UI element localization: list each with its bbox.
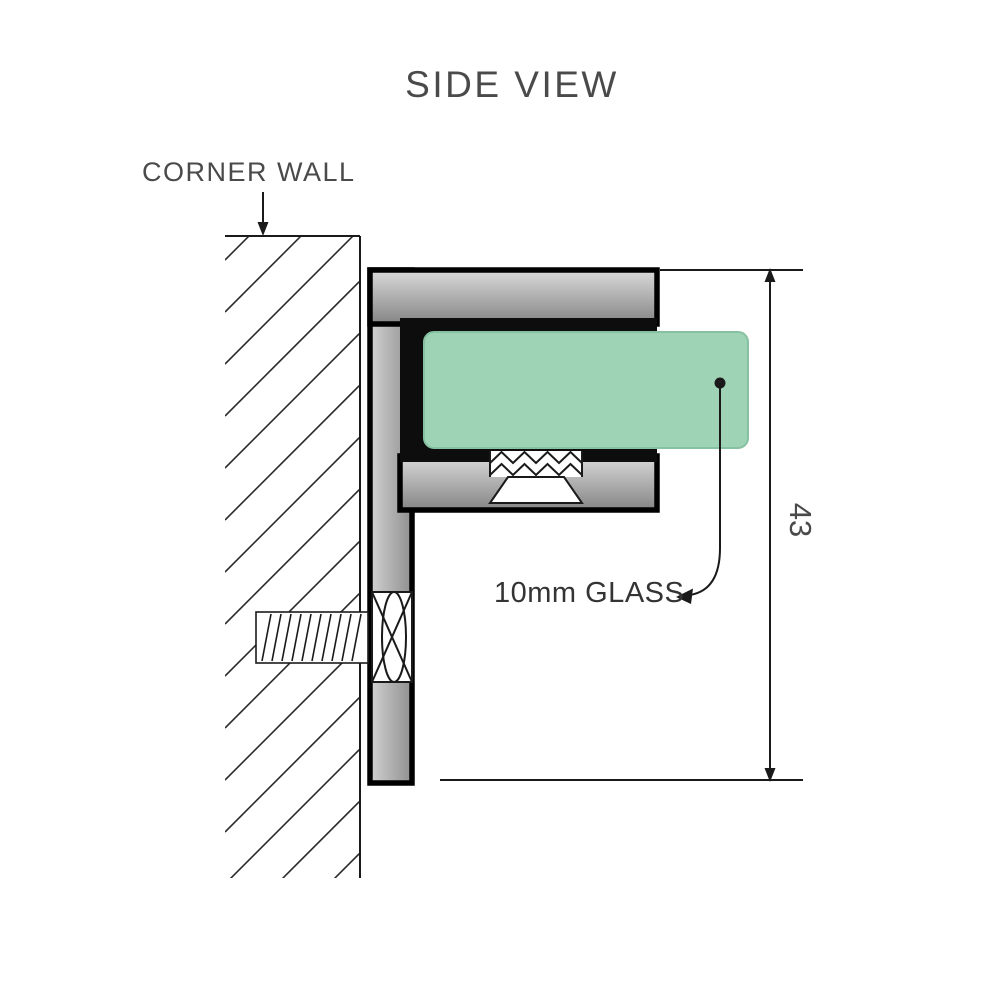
screw-head-countersink — [381, 591, 407, 683]
corner-wall-callout: CORNER WALL — [142, 157, 356, 236]
screw-threads — [261, 613, 362, 662]
corner-wall-label: CORNER WALL — [142, 157, 356, 187]
grommet-base — [488, 476, 584, 504]
glass-callout: 10mm GLASS — [494, 377, 726, 609]
dimension-value: 43 — [783, 503, 818, 537]
dimension-arrow-bottom — [764, 768, 776, 782]
wall-hatching — [225, 236, 360, 878]
leader-line — [689, 388, 721, 596]
screw — [255, 591, 413, 683]
glass-label: 10mm GLASS — [494, 577, 684, 609]
dimension-arrow-top — [764, 268, 776, 282]
drawing-title: SIDE VIEW — [405, 64, 619, 105]
leader-dot — [714, 377, 726, 389]
grommet — [488, 450, 584, 504]
wall — [225, 235, 361, 878]
dimension-height: 43 — [440, 268, 818, 782]
glass-panel — [423, 331, 749, 449]
grommet-serration-top — [489, 450, 583, 465]
leader-arrowhead — [676, 588, 693, 604]
grommet-serration-bottom — [489, 462, 583, 477]
bracket-top-arm — [367, 267, 660, 327]
corner-wall-arrowhead — [257, 222, 269, 236]
